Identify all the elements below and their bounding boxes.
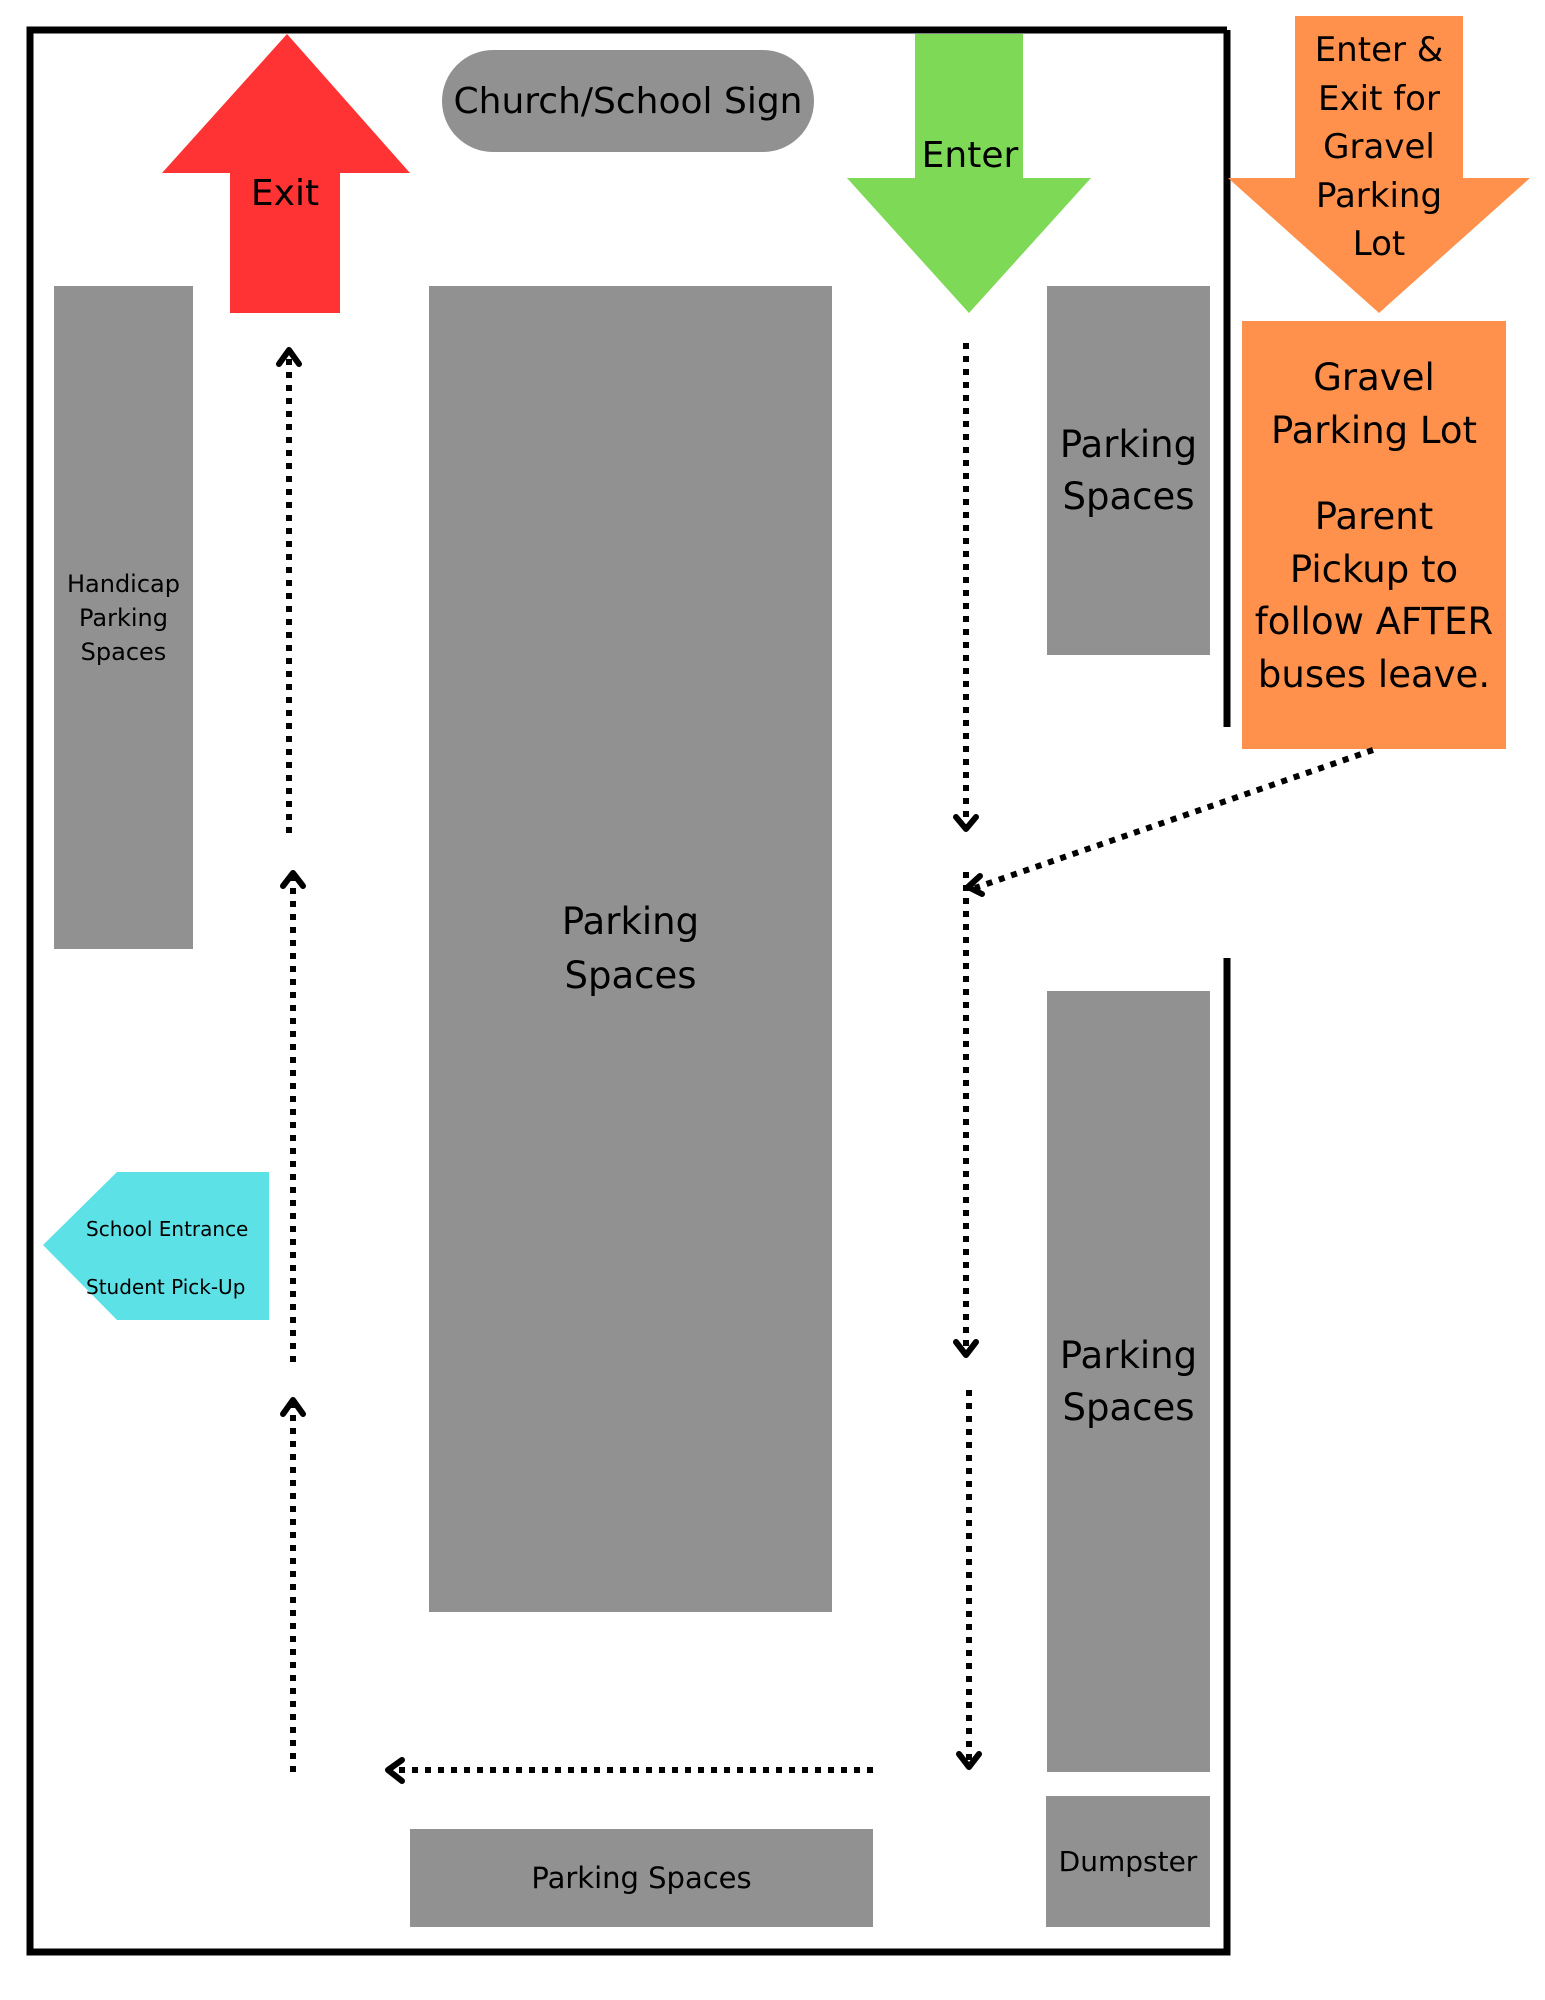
- dumpster-area: Dumpster: [1046, 1796, 1210, 1927]
- exit-label-text: Exit: [250, 172, 320, 214]
- handicap-line: Parking: [79, 603, 168, 632]
- enter-label-text: Enter: [921, 134, 1019, 176]
- church-school-sign: Church/School Sign: [442, 50, 814, 152]
- right-bottom-parking-line: Parking: [1059, 1333, 1198, 1377]
- sign-label: Church/School Sign: [453, 80, 803, 122]
- gravel-entry-line: Enter &: [1314, 30, 1444, 70]
- bottom-parking-label: Parking Spaces: [531, 1861, 752, 1895]
- gravel-entry-line: Lot: [1352, 224, 1406, 264]
- enter-label: Enter: [905, 130, 1035, 180]
- gravel-note-line: Parent: [1314, 495, 1434, 538]
- student-pickup-line: Student Pick-Up: [86, 1275, 246, 1299]
- gravel-note-line: buses leave.: [1257, 652, 1491, 696]
- handicap-parking-area: Handicap Parking Spaces: [54, 286, 193, 949]
- gravel-entry-line: Exit for: [1318, 78, 1440, 119]
- gravel-entry-label: Enter & Exit for Gravel Parking Lot: [1280, 26, 1478, 269]
- handicap-line: Spaces: [80, 637, 167, 666]
- gravel-title-line: Parking Lot: [1270, 408, 1478, 452]
- bottom-parking-area: Parking Spaces: [410, 1829, 873, 1927]
- center-parking-area: Parking Spaces: [429, 286, 832, 1612]
- gravel-entry-line: Gravel: [1323, 127, 1435, 167]
- gravel-note-line: follow AFTER: [1254, 600, 1494, 643]
- school-entrance-label: School Entrance Student Pick-Up: [86, 1200, 266, 1316]
- handicap-line: Handicap: [66, 569, 180, 598]
- gravel-note-line: Pickup to: [1289, 547, 1459, 591]
- gravel-title-line: Gravel: [1313, 356, 1435, 399]
- gravel-entry-line: Parking: [1315, 175, 1443, 216]
- lot-border-outline: [26, 26, 1231, 1956]
- school-entrance-line: School Entrance: [86, 1217, 249, 1241]
- right-top-parking-area: Parking Spaces: [1047, 286, 1210, 655]
- right-top-parking-line: Spaces: [1062, 474, 1195, 518]
- right-top-parking-line: Parking: [1059, 422, 1198, 466]
- right-bottom-parking-line: Spaces: [1062, 1385, 1195, 1429]
- exit-label: Exit: [230, 168, 340, 218]
- right-bottom-parking-area: Parking Spaces: [1047, 991, 1210, 1772]
- gravel-parking-lot: Gravel Parking Lot Parent Pickup to foll…: [1242, 321, 1506, 749]
- center-parking-line: Spaces: [564, 954, 697, 997]
- dumpster-label: Dumpster: [1058, 1845, 1198, 1878]
- center-parking-line: Parking: [561, 900, 700, 943]
